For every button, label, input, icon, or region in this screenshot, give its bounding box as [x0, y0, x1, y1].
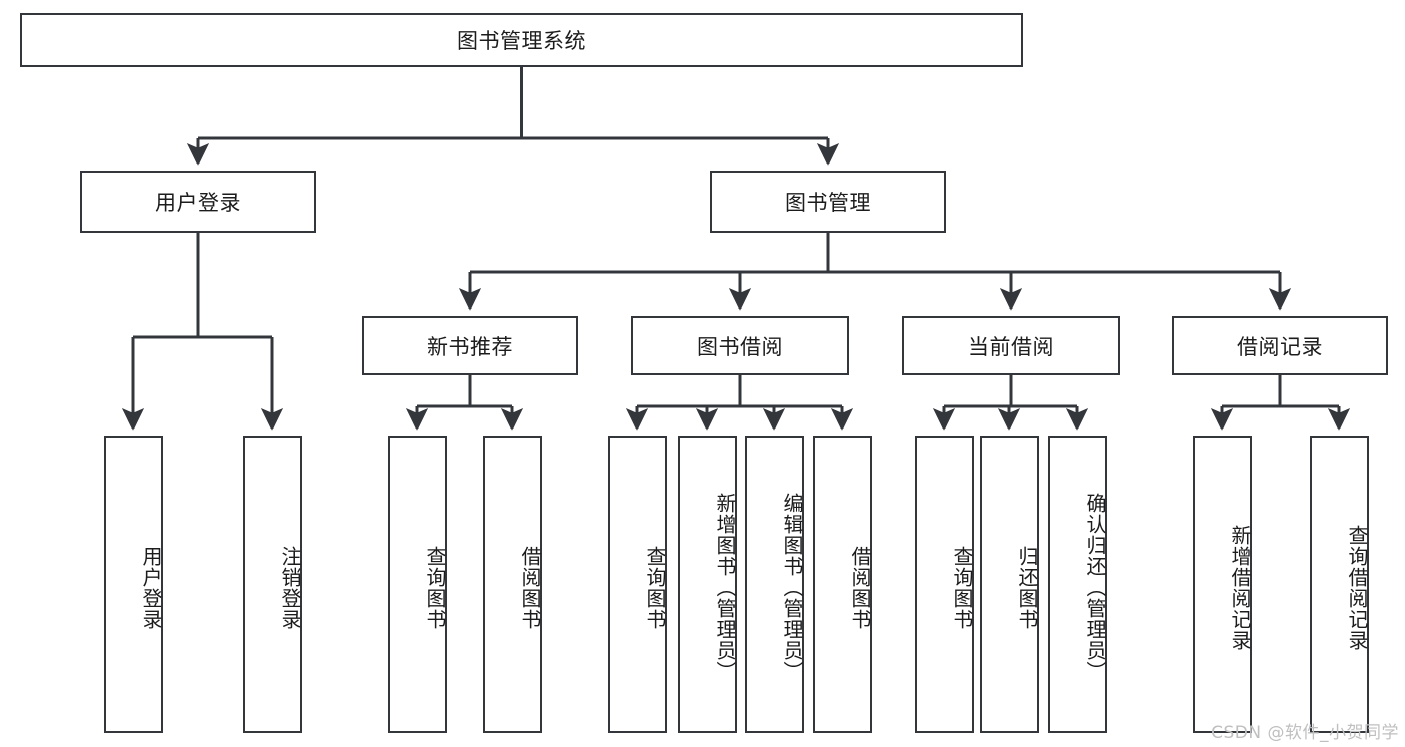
- node-user-login-label: 用户登录: [155, 191, 241, 215]
- node-user-login[interactable]: 用户登录: [80, 171, 316, 233]
- node-leaf-return-book[interactable]: 归还图书: [980, 436, 1039, 733]
- node-borrow-record-label: 借阅记录: [1237, 334, 1323, 359]
- node-leaf-query-record-label: 查询借阅记录: [1345, 524, 1369, 651]
- node-leaf-add-record-label: 新增借阅记录: [1228, 524, 1252, 651]
- node-borrow-record[interactable]: 借阅记录: [1172, 316, 1388, 375]
- node-leaf-user-login[interactable]: 用户登录: [104, 436, 163, 733]
- node-current-borrow-label: 当前借阅: [968, 334, 1054, 359]
- node-book-borrow[interactable]: 图书借阅: [631, 316, 849, 375]
- node-leaf-edit-book-label: 编辑图书（管理员）: [780, 493, 804, 682]
- node-leaf-confirm-return-label: 确认归还（管理员）: [1083, 493, 1107, 682]
- node-leaf-confirm-return[interactable]: 确认归还（管理员）: [1048, 436, 1107, 733]
- node-book-borrow-label: 图书借阅: [697, 334, 783, 359]
- node-new-book-rec-label: 新书推荐: [427, 334, 513, 359]
- node-leaf-query-book-3-label: 查询图书: [950, 545, 974, 630]
- node-leaf-user-login-label: 用户登录: [139, 545, 163, 630]
- node-leaf-add-book-label: 新增图书（管理员）: [713, 493, 737, 682]
- node-leaf-logout[interactable]: 注销登录: [243, 436, 302, 733]
- node-root[interactable]: 图书管理系统: [20, 13, 1023, 67]
- node-leaf-borrow-book-1[interactable]: 借阅图书: [483, 436, 542, 733]
- node-leaf-query-record[interactable]: 查询借阅记录: [1310, 436, 1369, 733]
- node-leaf-borrow-book-1-label: 借阅图书: [518, 545, 542, 630]
- node-leaf-query-book-3[interactable]: 查询图书: [915, 436, 974, 733]
- node-leaf-query-book-2[interactable]: 查询图书: [608, 436, 667, 733]
- node-leaf-query-book-1-label: 查询图书: [423, 545, 447, 630]
- node-current-borrow[interactable]: 当前借阅: [902, 316, 1120, 375]
- node-new-book-rec[interactable]: 新书推荐: [362, 316, 578, 375]
- node-leaf-borrow-book-2-label: 借阅图书: [848, 545, 872, 630]
- node-root-label: 图书管理系统: [457, 29, 586, 53]
- node-leaf-edit-book[interactable]: 编辑图书（管理员）: [745, 436, 804, 733]
- node-leaf-borrow-book-2[interactable]: 借阅图书: [813, 436, 872, 733]
- node-leaf-query-book-2-label: 查询图书: [643, 545, 667, 630]
- node-leaf-add-record[interactable]: 新增借阅记录: [1193, 436, 1252, 733]
- node-leaf-return-book-label: 归还图书: [1015, 545, 1039, 630]
- node-leaf-query-book-1[interactable]: 查询图书: [388, 436, 447, 733]
- watermark: CSDN @软件_小贺同学: [1211, 723, 1399, 743]
- node-book-manage[interactable]: 图书管理: [710, 171, 946, 233]
- node-leaf-add-book[interactable]: 新增图书（管理员）: [678, 436, 737, 733]
- node-book-manage-label: 图书管理: [785, 191, 871, 215]
- node-leaf-logout-label: 注销登录: [278, 545, 302, 630]
